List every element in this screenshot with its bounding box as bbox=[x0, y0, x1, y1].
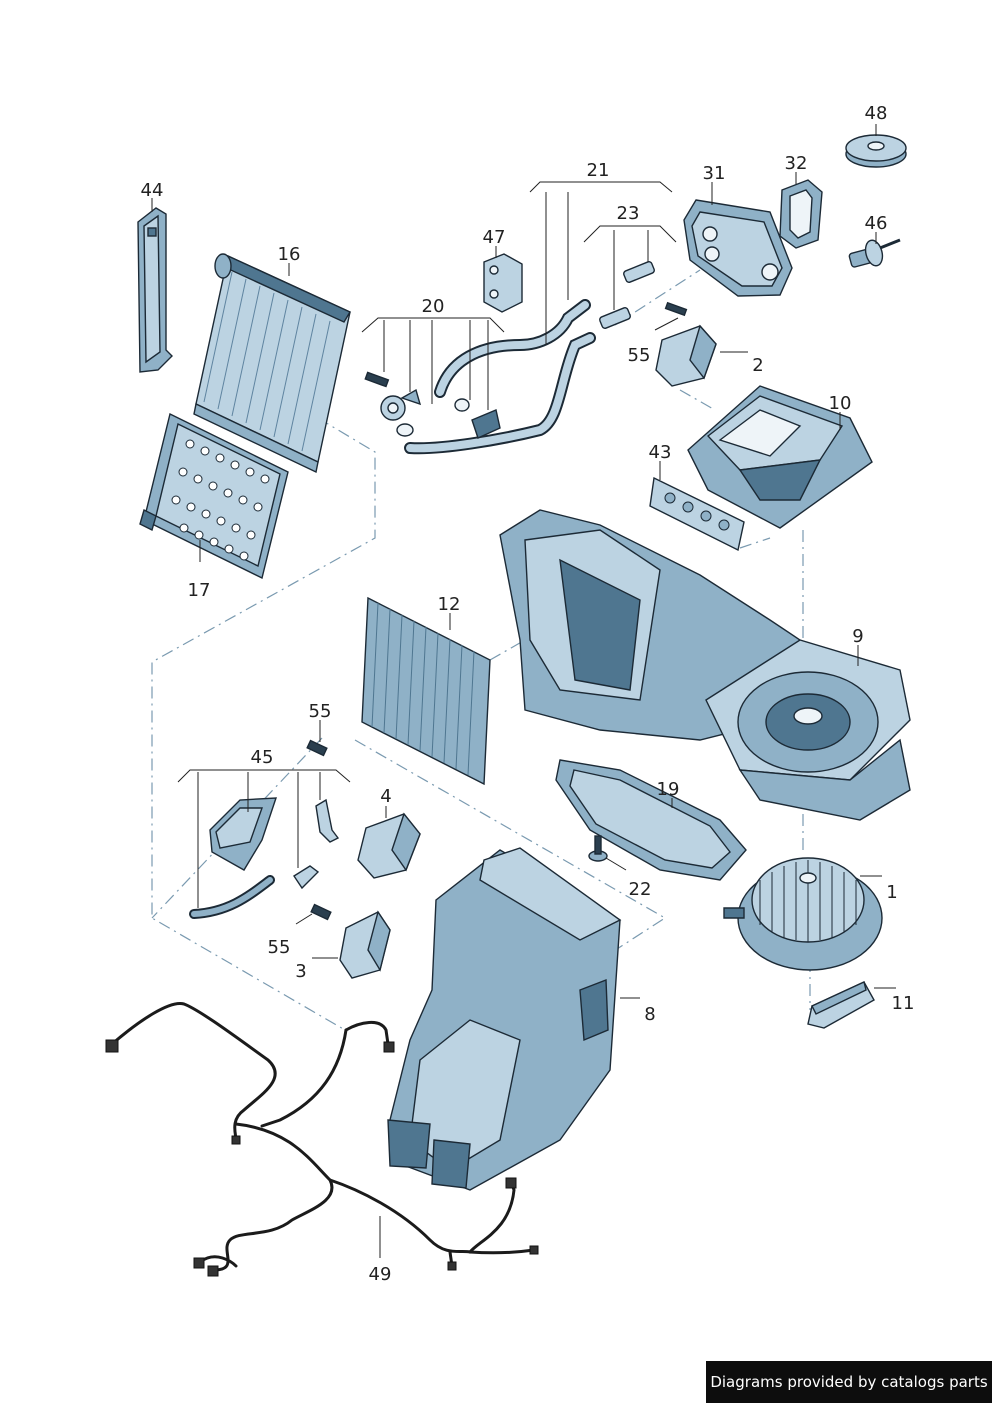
label-3: 3 bbox=[295, 961, 306, 982]
part-17-electric-heater bbox=[139, 412, 289, 580]
label-55-top: 55 bbox=[628, 345, 651, 366]
label-11: 11 bbox=[892, 993, 915, 1014]
part-46-bolt bbox=[848, 238, 901, 268]
part-9-housing bbox=[499, 509, 911, 821]
part-10-flap-housing bbox=[687, 385, 873, 529]
label-20: 20 bbox=[422, 296, 445, 317]
part-23-connectors bbox=[599, 261, 655, 329]
part-32-gasket bbox=[779, 179, 823, 249]
part-47-clip bbox=[483, 253, 523, 313]
label-47: 47 bbox=[483, 227, 506, 248]
label-2: 2 bbox=[752, 355, 763, 376]
label-9: 9 bbox=[852, 626, 863, 647]
label-8: 8 bbox=[644, 1004, 655, 1025]
part-21-pipes bbox=[404, 299, 596, 455]
part-3-servo-motor bbox=[339, 910, 391, 979]
part-45-linkage bbox=[189, 797, 340, 919]
label-23: 23 bbox=[617, 203, 640, 224]
label-17: 17 bbox=[188, 580, 211, 601]
part-4-servo-motor bbox=[357, 812, 421, 879]
label-55-low: 55 bbox=[268, 937, 291, 958]
part-55-screws bbox=[306, 739, 332, 921]
label-44: 44 bbox=[141, 180, 164, 201]
label-46: 46 bbox=[865, 213, 888, 234]
part-43-seal-strip bbox=[649, 476, 745, 552]
label-31: 31 bbox=[703, 163, 726, 184]
part-44-bracket bbox=[137, 207, 173, 373]
part-2-servo-motor bbox=[655, 301, 717, 387]
part-19-cover bbox=[555, 759, 747, 881]
label-16: 16 bbox=[278, 244, 301, 265]
label-12: 12 bbox=[438, 594, 461, 615]
part-1-blower-motor bbox=[723, 857, 883, 971]
part-31-seal-plate bbox=[683, 199, 793, 297]
part-16-heater-core bbox=[193, 253, 352, 474]
part-8-distributor-housing bbox=[387, 847, 622, 1191]
part-11-motor-cover bbox=[807, 981, 875, 1029]
label-49: 49 bbox=[369, 1264, 392, 1285]
part-49-wiring-harness bbox=[105, 1002, 539, 1277]
label-19: 19 bbox=[657, 779, 680, 800]
label-22: 22 bbox=[629, 879, 652, 900]
label-1: 1 bbox=[886, 882, 897, 903]
label-4: 4 bbox=[380, 786, 391, 807]
label-48: 48 bbox=[865, 103, 888, 124]
label-32: 32 bbox=[785, 153, 808, 174]
label-55-mid: 55 bbox=[309, 701, 332, 722]
part-22-screw bbox=[588, 835, 608, 862]
part-labels: 44 16 17 20 21 23 47 31 32 48 46 55 2 10… bbox=[141, 103, 915, 1285]
label-10: 10 bbox=[829, 393, 852, 414]
leader-lines bbox=[151, 124, 896, 1258]
label-21: 21 bbox=[587, 160, 610, 181]
part-48-grommet bbox=[845, 134, 907, 168]
credit-banner: Diagrams provided by catalogs parts bbox=[706, 1361, 992, 1403]
label-43: 43 bbox=[649, 442, 672, 463]
label-45: 45 bbox=[251, 747, 274, 768]
part-12-cabin-filter bbox=[361, 596, 491, 786]
part-20-pipe-fittings bbox=[364, 371, 501, 439]
